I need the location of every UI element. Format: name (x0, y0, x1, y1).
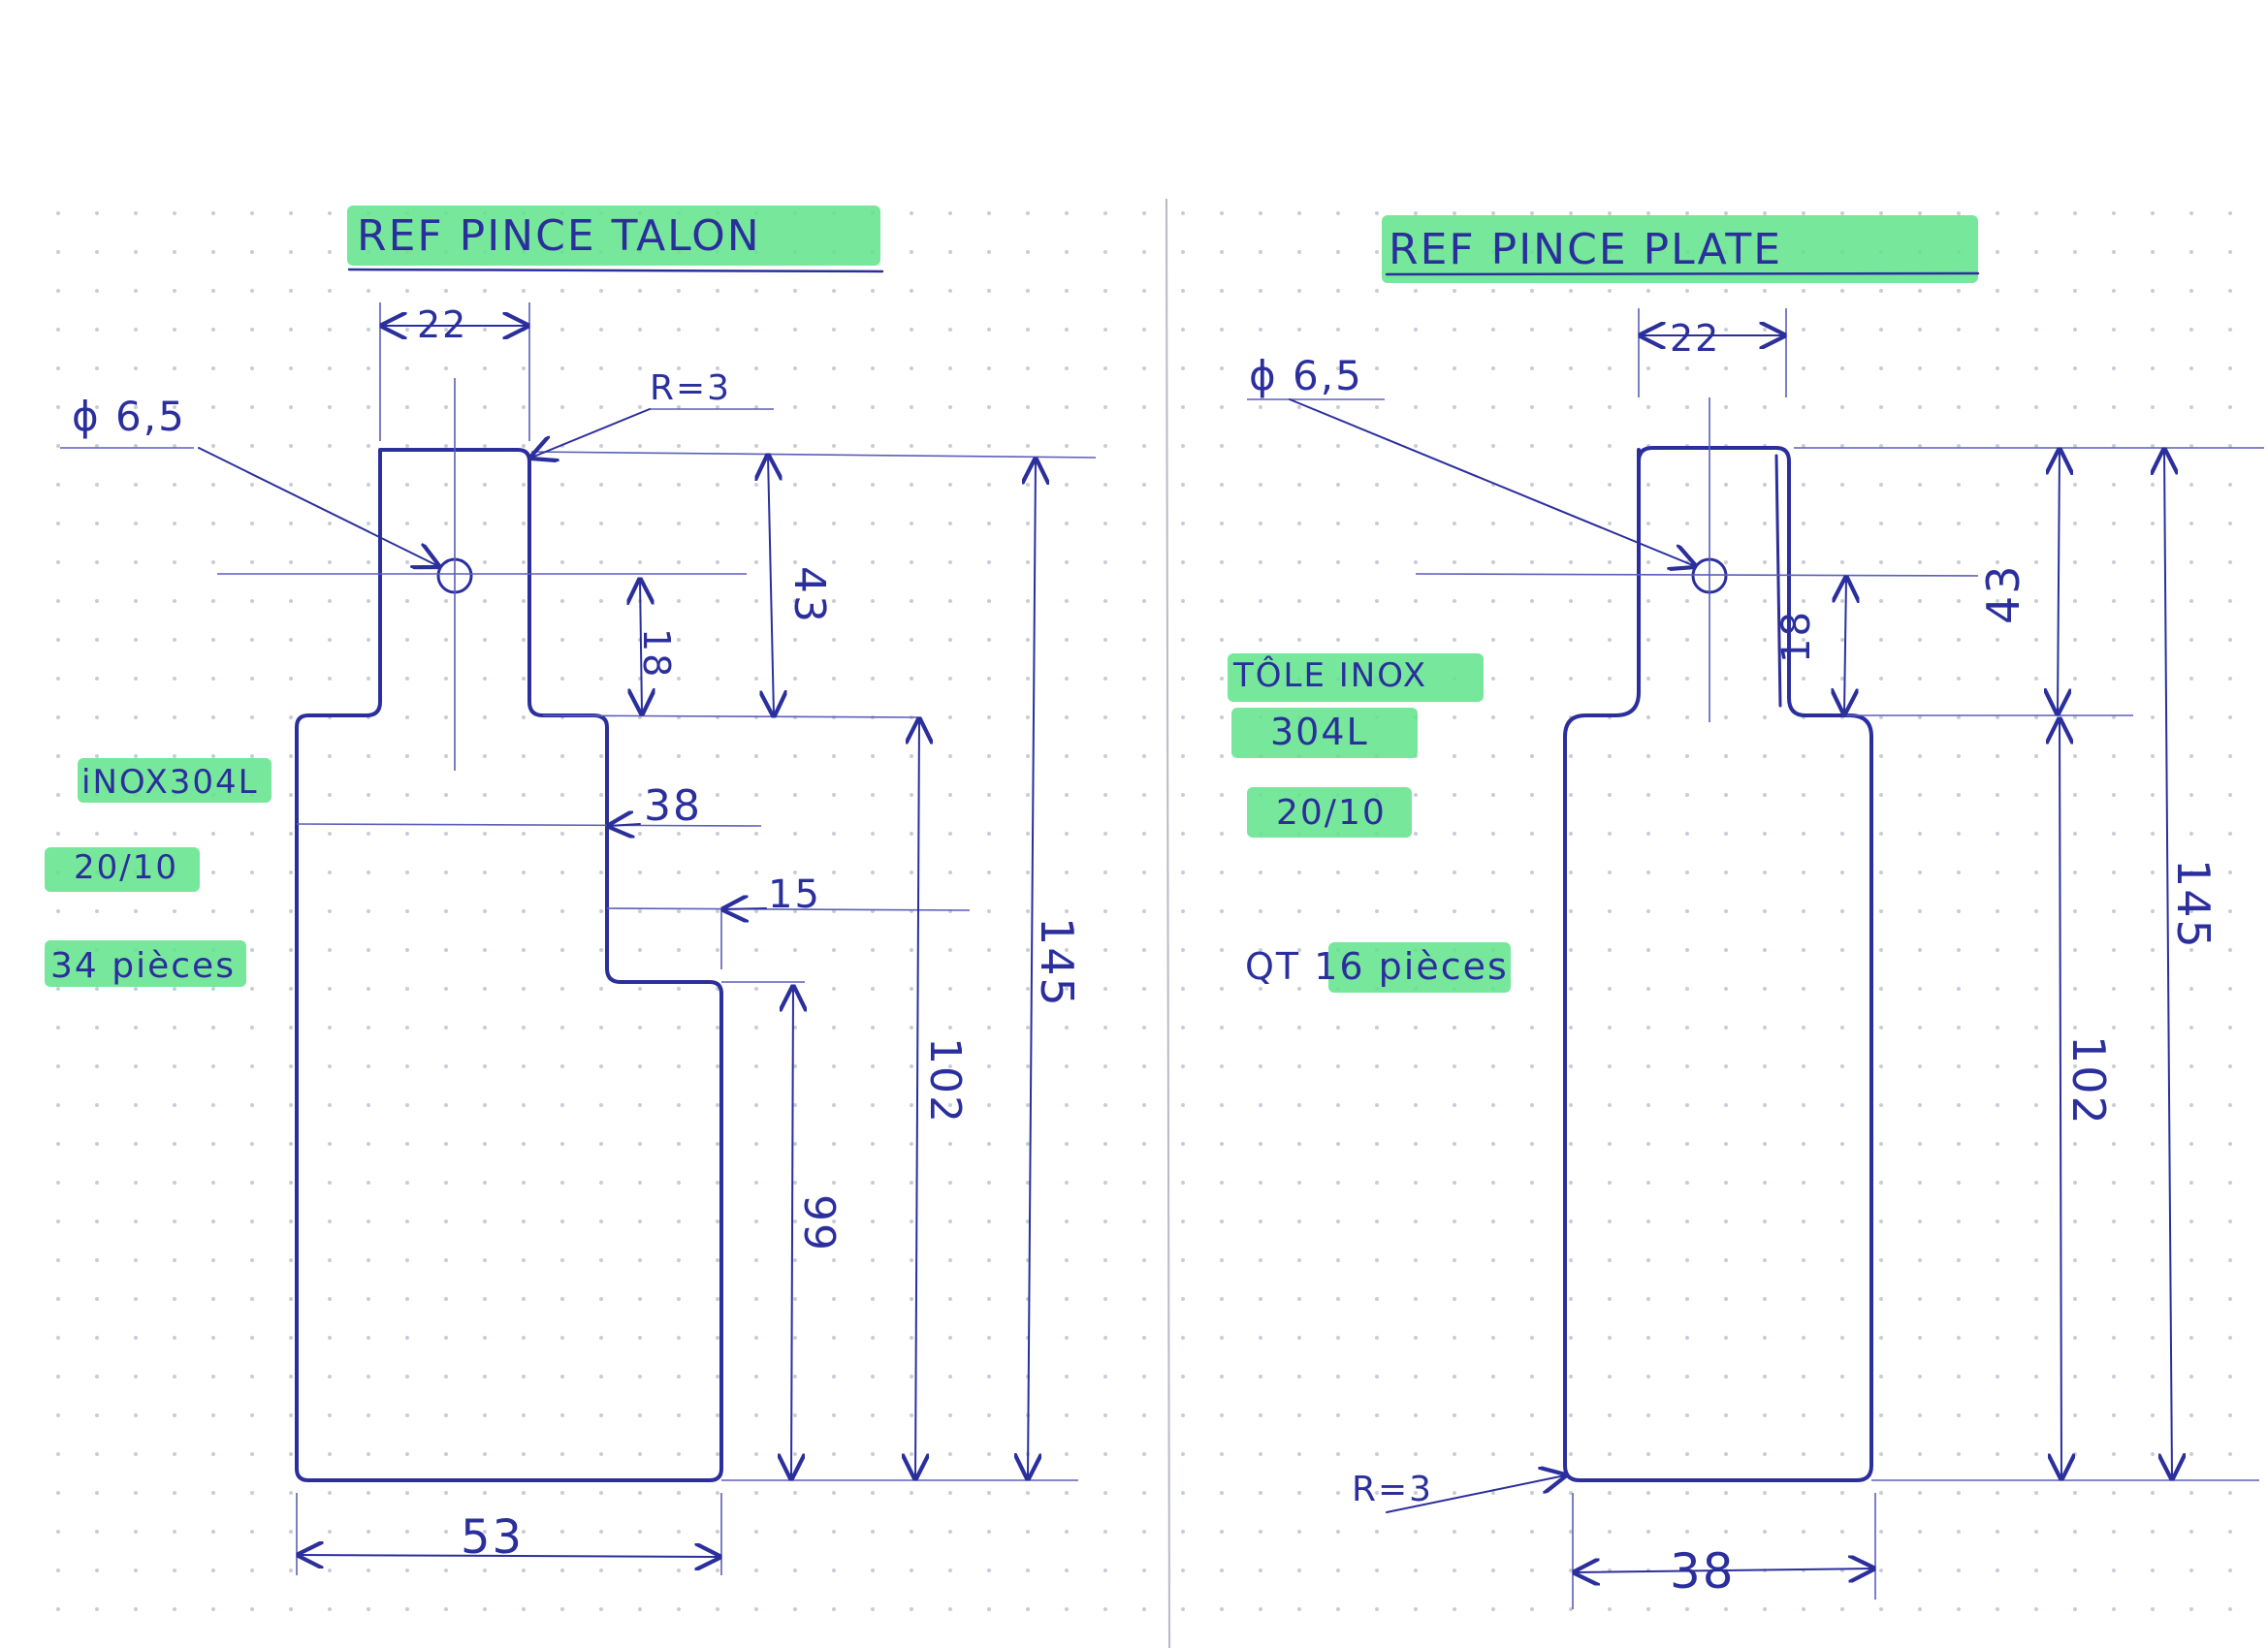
left-dim-22: 22 (417, 303, 467, 346)
right-note-thickness-highlight (1247, 787, 1412, 838)
right-title: REF PINCE PLATE (1389, 225, 1782, 274)
right-dim-145: 145 (2167, 859, 2220, 950)
left-dim-15: 15 (768, 872, 821, 917)
left-dim-43-line (768, 456, 774, 715)
left-note-material: iNOX304L (81, 763, 259, 802)
left-note-quantity-highlight (45, 940, 246, 987)
left-dim-38: 38 (644, 781, 702, 831)
right-radius-label: R=3 (1352, 1470, 1433, 1509)
left-dim-99-line (791, 987, 793, 1478)
right-hole-leader (1289, 398, 1695, 566)
left-note-quantity: 34 pièces (50, 946, 236, 986)
left-hole-label: ϕ 6,5 (72, 393, 186, 440)
left-radius-leader (531, 408, 651, 458)
left-radius-label: R=3 (650, 368, 731, 408)
right-dim-145-line (2164, 450, 2172, 1478)
left-hole-leader (198, 447, 438, 566)
right-title-underline (1385, 271, 1980, 276)
left-title: REF PINCE TALON (357, 211, 761, 261)
left-dim-145: 145 (1031, 917, 1083, 1008)
left-dim-18-line (640, 580, 642, 713)
right-title-highlight (1382, 215, 1978, 283)
left-title-highlight (347, 206, 880, 266)
right-note-grade: 304L (1270, 711, 1369, 753)
left-note-thickness: 20/10 (74, 848, 178, 887)
dot-grid-right (1178, 204, 2264, 1638)
right-dim-38-line (1575, 1569, 1873, 1572)
left-dim-53: 53 (461, 1510, 524, 1565)
page-fold (1166, 198, 1170, 1648)
right-dim-43-line (2058, 450, 2060, 713)
right-dim-18: 18 (1774, 610, 1819, 663)
left-dim-15-arrow (723, 908, 767, 909)
left-dim-99: 99 (794, 1194, 844, 1252)
left-dim-38-arrow (609, 824, 641, 826)
right-center-h (1415, 573, 1979, 577)
right-note-grade-highlight (1231, 708, 1418, 758)
left-dim-53-line (299, 1555, 719, 1557)
right-note-thickness: 20/10 (1276, 793, 1387, 833)
left-dim-18: 18 (635, 628, 678, 679)
left-note-material-highlight (78, 758, 272, 803)
right-radius-leader (1386, 1475, 1565, 1513)
right-dim-102: 102 (2062, 1035, 2115, 1126)
right-dim-102-line (2060, 719, 2061, 1478)
right-dim-38: 38 (1670, 1543, 1736, 1600)
left-dim-145-line (1028, 460, 1036, 1478)
dot-grid-left (39, 204, 1149, 1638)
right-part-outline (1563, 446, 1873, 1482)
right-drawing: REF PINCE PLATE 22 ϕ 6,5 R=3 43 (1228, 215, 2264, 1609)
left-ext-38 (296, 823, 762, 827)
right-note-material-highlight (1228, 653, 1484, 702)
left-ext-shoulder (542, 714, 922, 718)
left-note-thickness-highlight (45, 847, 200, 892)
right-dim-22: 22 (1670, 317, 1720, 360)
left-dim-102-line (915, 719, 919, 1478)
right-hole-label: ϕ 6,5 (1249, 352, 1363, 399)
left-ext-top (530, 451, 1097, 459)
left-title-underline (347, 268, 884, 273)
right-note-quantity: QT 16 pièces (1245, 945, 1509, 988)
right-note-material: TÔLE INOX (1232, 655, 1427, 695)
right-edge-stroke (1774, 454, 1782, 708)
left-drawing: REF PINCE TALON (45, 206, 1097, 1575)
left-dim-43: 43 (784, 566, 834, 624)
right-note-quantity-highlight (1328, 942, 1511, 993)
right-dim-43: 43 (1977, 563, 2029, 624)
left-dim-102: 102 (920, 1037, 970, 1125)
right-dim-18-line (1844, 578, 1846, 713)
